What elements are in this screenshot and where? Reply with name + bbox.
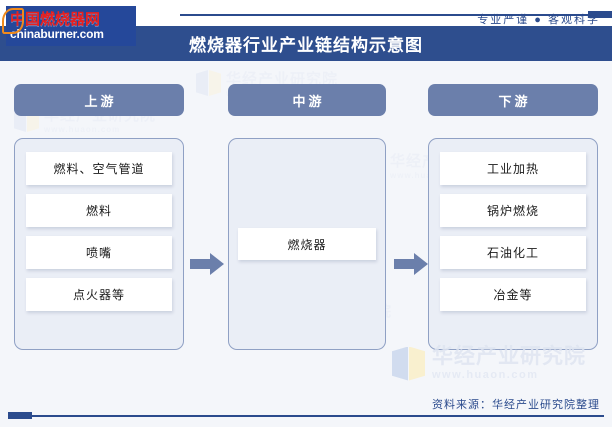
site-logo-en-text: chinaburner.com bbox=[10, 27, 104, 41]
column-body-upstream: 燃料、空气管道 燃料 喷嘴 点火器等 bbox=[14, 138, 184, 350]
page-title: 燃烧器行业产业链结构示意图 bbox=[189, 36, 423, 55]
column-header-midstream[interactable]: 中游 bbox=[228, 84, 386, 116]
column-upstream: 上游 燃料、空气管道 燃料 喷嘴 点火器等 bbox=[14, 84, 184, 350]
list-item-label: 冶金等 bbox=[493, 288, 533, 302]
arrow-right-icon bbox=[394, 253, 428, 275]
bottom-rule bbox=[8, 415, 604, 417]
column-body-midstream: 燃烧器 bbox=[228, 138, 386, 350]
column-header-label: 下游 bbox=[498, 93, 531, 109]
column-downstream: 下游 工业加热 锅炉燃烧 石油化工 冶金等 bbox=[428, 84, 598, 350]
list-item-label: 燃料 bbox=[85, 204, 112, 218]
column-header-label: 上游 bbox=[84, 93, 117, 109]
top-rule bbox=[180, 14, 612, 16]
site-logo-cn-text: 中国燃烧器网 bbox=[10, 11, 101, 28]
site-logo[interactable]: 中国燃烧器网 chinaburner.com bbox=[6, 6, 136, 46]
chain-columns: 上游 燃料、空气管道 燃料 喷嘴 点火器等 中游 bbox=[0, 61, 612, 401]
column-header-label: 中游 bbox=[292, 93, 325, 109]
list-item[interactable]: 燃料、空气管道 bbox=[26, 152, 172, 185]
list-item-label: 燃烧器 bbox=[287, 237, 327, 252]
list-item-label: 锅炉燃烧 bbox=[486, 204, 539, 218]
source-note: 资料来源：华经产业研究院整理 bbox=[432, 399, 600, 411]
column-header-upstream[interactable]: 上游 bbox=[14, 84, 184, 116]
list-item-label: 喷嘴 bbox=[85, 246, 112, 260]
list-item-label: 点火器等 bbox=[72, 288, 125, 302]
bottom-rule-tab bbox=[8, 412, 32, 419]
list-item[interactable]: 燃烧器 bbox=[238, 228, 376, 260]
list-item[interactable]: 点火器等 bbox=[26, 278, 172, 311]
column-header-downstream[interactable]: 下游 bbox=[428, 84, 598, 116]
list-item[interactable]: 锅炉燃烧 bbox=[440, 194, 586, 227]
tagline: 专业严谨 ● 客观科学 bbox=[477, 14, 600, 26]
list-item[interactable]: 冶金等 bbox=[440, 278, 586, 311]
list-item[interactable]: 石油化工 bbox=[440, 236, 586, 269]
flame-logo-icon bbox=[2, 8, 24, 34]
list-item-label: 工业加热 bbox=[486, 162, 539, 176]
column-midstream: 中游 燃烧器 bbox=[228, 84, 386, 350]
list-item[interactable]: 喷嘴 bbox=[26, 236, 172, 269]
list-item[interactable]: 燃料 bbox=[26, 194, 172, 227]
arrow-right-icon bbox=[190, 253, 224, 275]
list-item-label: 燃料、空气管道 bbox=[53, 162, 145, 176]
top-rule-tab bbox=[588, 11, 612, 18]
list-item[interactable]: 工业加热 bbox=[440, 152, 586, 185]
list-item-label: 石油化工 bbox=[486, 246, 539, 260]
column-body-downstream: 工业加热 锅炉燃烧 石油化工 冶金等 bbox=[428, 138, 598, 350]
